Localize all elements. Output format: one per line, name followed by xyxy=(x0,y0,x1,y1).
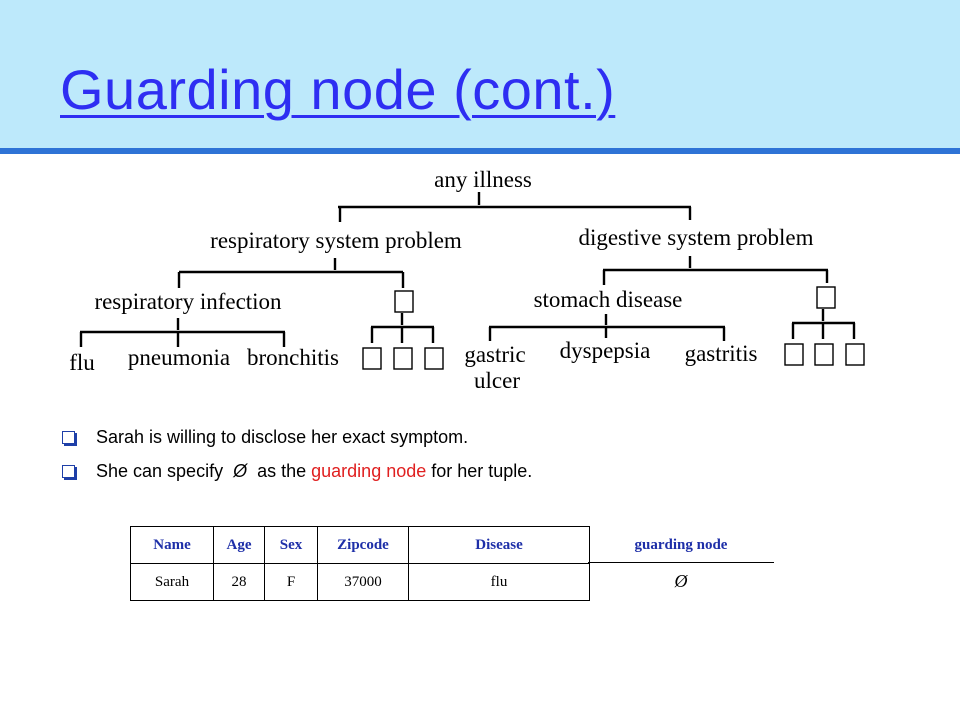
checkbox-bullet-icon xyxy=(62,465,75,478)
placeholder-box xyxy=(362,347,382,370)
tree-node-respiratory-infection: respiratory infection xyxy=(94,289,282,314)
tree-leaf-pneumonia: pneumonia xyxy=(128,345,230,370)
placeholder-box xyxy=(816,286,836,309)
bullet-text-part: as the xyxy=(247,461,312,481)
empty-set-symbol: Ø xyxy=(233,461,248,481)
table-header-zipcode: Zipcode xyxy=(317,526,409,564)
table-header-age: Age xyxy=(213,526,265,564)
bullet-item: She can specify Ø as the guarding node f… xyxy=(62,454,922,488)
bullet-text-part: She can specify xyxy=(96,461,234,481)
guarding-node-value: Ø xyxy=(674,571,688,591)
bullet-text: She can specify Ø as the guarding node f… xyxy=(96,454,532,488)
table-header-sex: Sex xyxy=(264,526,318,564)
table-cell: 28 xyxy=(213,563,265,601)
table-cell: F xyxy=(264,563,318,601)
table-cell: flu xyxy=(408,563,590,601)
placeholder-box xyxy=(393,347,413,370)
tree-leaf-dyspepsia: dyspepsia xyxy=(560,338,651,363)
header-divider xyxy=(0,148,960,154)
slide-title: Guarding node (cont.) xyxy=(60,58,616,121)
tree-node-root: any illness xyxy=(434,167,532,192)
bullet-item: Sarah is willing to disclose her exact s… xyxy=(62,420,922,454)
table-header-row: Name Age Sex Zipcode Disease xyxy=(130,526,590,564)
placeholder-box xyxy=(394,290,414,313)
tree-leaf-gastric-ulcer-line1: gastric xyxy=(464,342,525,367)
table-cell: Sarah xyxy=(130,563,214,601)
bullet-text: Sarah is willing to disclose her exact s… xyxy=(96,427,469,447)
tree-leaf-bronchitis: bronchitis xyxy=(247,345,339,370)
placeholder-box xyxy=(845,343,865,366)
tree-node-stomach-disease: stomach disease xyxy=(534,287,683,312)
tree-node-digestive-system: digestive system problem xyxy=(578,225,813,250)
table-cell: 37000 xyxy=(317,563,409,601)
tree-leaf-gastritis: gastritis xyxy=(685,341,758,366)
tree-node-respiratory-system: respiratory system problem xyxy=(210,228,462,253)
header-band xyxy=(0,0,960,148)
guarding-node-column: guarding node Ø xyxy=(588,526,774,599)
placeholder-box xyxy=(424,347,444,370)
illness-hierarchy-tree: any illness respiratory system problem d… xyxy=(69,167,865,393)
checkbox-bullet-icon xyxy=(62,431,75,444)
table-row: Sarah 28 F 37000 flu xyxy=(130,563,590,601)
table-header-guarding-node: guarding node xyxy=(588,526,774,563)
bullet-list: Sarah is willing to disclose her exact s… xyxy=(62,420,922,488)
tree-leaf-gastric-ulcer-line2: ulcer xyxy=(474,368,520,393)
table-header-name: Name xyxy=(130,526,214,564)
data-table: Name Age Sex Zipcode Disease Sarah 28 F … xyxy=(130,526,590,601)
guarding-node-highlight: guarding node xyxy=(311,461,427,481)
bullet-text-part: for her tuple. xyxy=(426,461,533,481)
table-header-disease: Disease xyxy=(408,526,590,564)
placeholder-box xyxy=(784,343,804,366)
placeholder-box xyxy=(814,343,834,366)
tree-leaf-flu: flu xyxy=(69,350,95,375)
tree-connectors xyxy=(79,192,856,347)
